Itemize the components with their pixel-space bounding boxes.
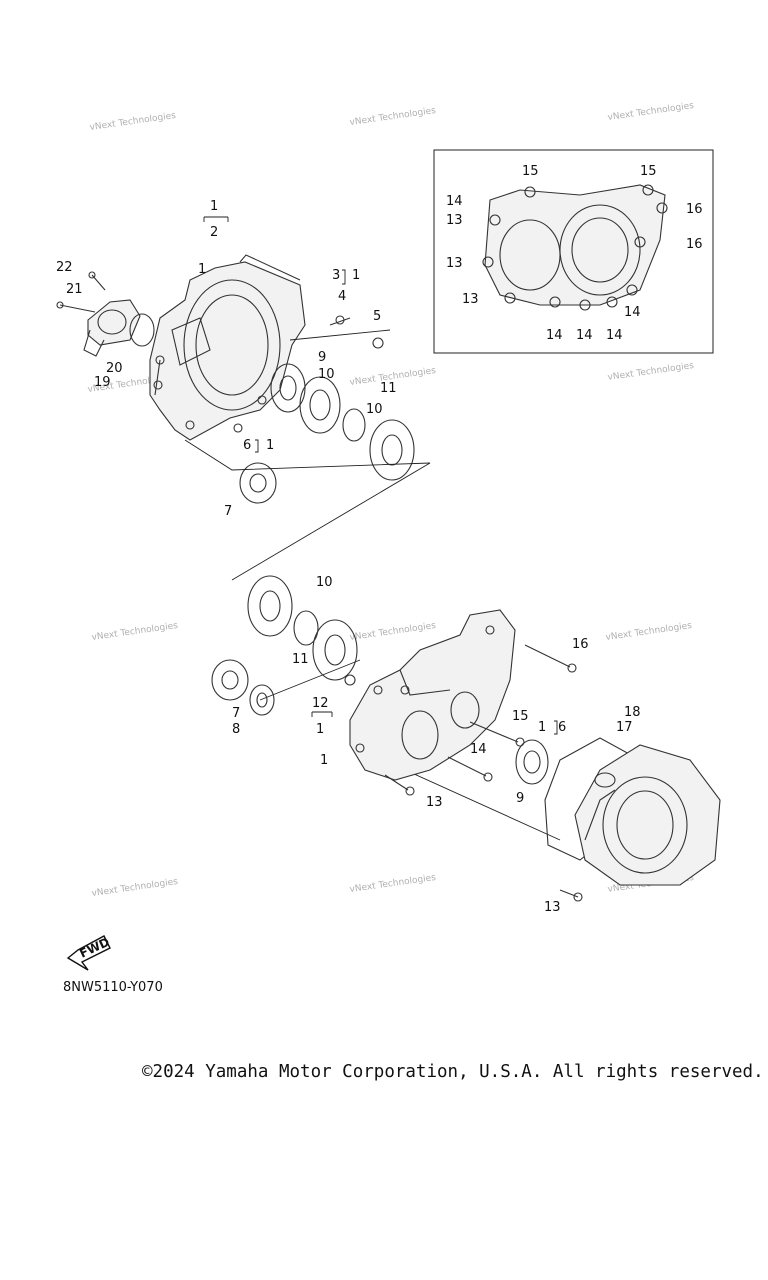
watermark-text: vNext Technologies [349, 621, 437, 643]
callout-label: 9 [516, 791, 524, 806]
callout-label: 21 [66, 282, 83, 297]
lower-bearings [211, 575, 358, 716]
callout-label: 1 [538, 720, 546, 735]
callout-label: 6 [243, 438, 251, 453]
callout-label: 1 [266, 438, 274, 453]
left-crankcase-half [149, 254, 306, 441]
callout-label: 13 [544, 900, 561, 915]
callout-label: 10 [316, 575, 333, 590]
watermark-text: vNext Technologies [349, 873, 437, 895]
callout-label: 22 [56, 260, 73, 275]
copyright-notice: ©2024 Yamaha Motor Corporation, U.S.A. A… [142, 1062, 764, 1082]
bolt-location-inset [433, 149, 714, 354]
callout-label: 13 [462, 292, 479, 307]
callout-label: 1 [352, 268, 360, 283]
callout-label: 14 [446, 194, 463, 209]
callout-label: 4 [338, 289, 346, 304]
watermark-text: vNext Technologies [605, 621, 693, 643]
diagram-code: 8NW5110-Y070 [63, 980, 163, 995]
callout-label: 6 [558, 720, 566, 735]
callout-label: 8 [232, 722, 240, 737]
callout-label: 18 [624, 705, 641, 720]
watermark-text: vNext Technologies [607, 101, 695, 123]
callout-label: 14 [470, 742, 487, 757]
callout-label: 3 [332, 268, 340, 283]
callout-label: 13 [446, 213, 463, 228]
callout-label: 1 [210, 199, 218, 214]
callout-label: 2 [210, 225, 218, 240]
callout-label: 14 [576, 328, 593, 343]
callout-label: 12 [312, 696, 329, 711]
callout-label: 16 [572, 637, 589, 652]
callout-label: 14 [606, 328, 623, 343]
watermark-text: vNext Technologies [89, 111, 177, 133]
callout-label: 16 [686, 202, 703, 217]
watermark-text: vNext Technologies [607, 361, 695, 383]
water-pump-cover [56, 271, 155, 357]
watermark-text: vNext Technologies [91, 877, 179, 899]
callout-label: 20 [106, 361, 123, 376]
fwd-arrow-icon: FWD [66, 935, 112, 971]
callout-label: 1 [198, 262, 206, 277]
callout-label: 13 [426, 795, 443, 810]
upper-bearings [233, 315, 415, 504]
callout-label: 7 [232, 706, 240, 721]
watermark-text: vNext Technologies [91, 621, 179, 643]
callout-label: 11 [380, 381, 397, 396]
callout-label: 10 [366, 402, 383, 417]
callout-label: 13 [446, 256, 463, 271]
callout-label: 11 [292, 652, 309, 667]
callout-label: 17 [616, 720, 633, 735]
callout-label: 1 [320, 753, 328, 768]
callout-label: 5 [373, 309, 381, 324]
callout-label: 10 [318, 367, 335, 382]
callout-label: 1 [316, 722, 324, 737]
callout-label: 14 [624, 305, 641, 320]
watermark-text: vNext Technologies [349, 106, 437, 128]
fwd-label: FWD [77, 935, 111, 961]
callout-label: 14 [546, 328, 563, 343]
callout-label: 15 [640, 164, 657, 179]
callout-label: 16 [686, 237, 703, 252]
callout-label: 19 [94, 375, 111, 390]
right-crankcase-cover [574, 744, 721, 886]
callout-label: 7 [224, 504, 232, 519]
lower-bolts [384, 644, 583, 902]
right-crankcase-half [349, 609, 516, 781]
callout-label: 15 [512, 709, 529, 724]
callout-label: 9 [318, 350, 326, 365]
callout-label: 15 [522, 164, 539, 179]
callouts: 1 2 1 22 21 3 1 4 5 20 19 9 10 11 10 6 1… [56, 164, 703, 915]
